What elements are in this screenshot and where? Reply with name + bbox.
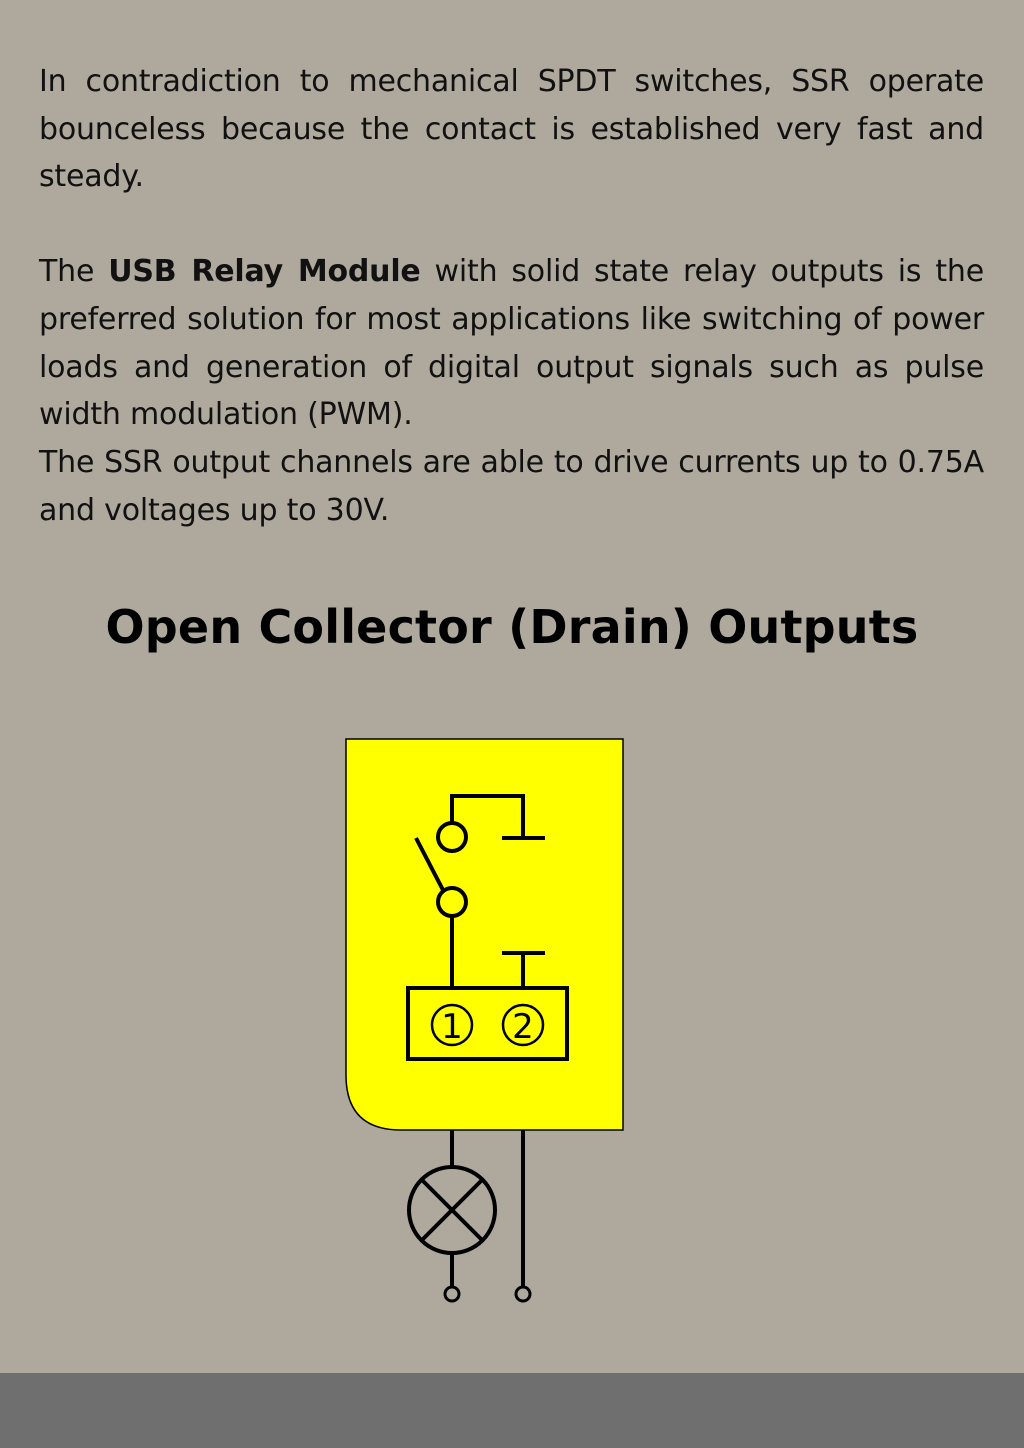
terminal-1 bbox=[430, 1003, 474, 1047]
paragraph-ssr-ratings: The SSR output channels are able to driv… bbox=[39, 444, 984, 528]
terminal-1-label: 1 bbox=[441, 1007, 463, 1047]
terminal-block bbox=[406, 986, 569, 1061]
terminal-2 bbox=[501, 1003, 545, 1047]
switch-contact-top bbox=[436, 821, 468, 853]
module-body bbox=[345, 738, 624, 1131]
paragraph-ssr-bounceless: In contradiction to mechanical SPDT swit… bbox=[39, 64, 984, 195]
paragraph-usb-relay-module: The USB Relay Module with solid state re… bbox=[39, 248, 984, 439]
product-name: USB Relay Module bbox=[108, 254, 421, 290]
body-text: In contradiction to mechanical SPDT swit… bbox=[39, 58, 984, 534]
terminal-2-label: 2 bbox=[512, 1007, 534, 1047]
switch-top-wire bbox=[450, 794, 525, 838]
paragraph-prefix: The bbox=[39, 254, 109, 290]
output-terminal-left bbox=[443, 1285, 461, 1303]
switch-lever bbox=[414, 837, 445, 891]
lamp-icon bbox=[407, 1165, 497, 1255]
output-terminal-right bbox=[514, 1285, 532, 1303]
paragraph-suffix: with solid state relay outputs is the pr… bbox=[39, 254, 984, 433]
section-heading: Open Collector (Drain) Outputs bbox=[105, 600, 919, 654]
open-collector-diagram: 1 2 bbox=[345, 738, 624, 1303]
paragraph-gap bbox=[39, 201, 984, 248]
footer-bar bbox=[0, 1373, 1024, 1448]
